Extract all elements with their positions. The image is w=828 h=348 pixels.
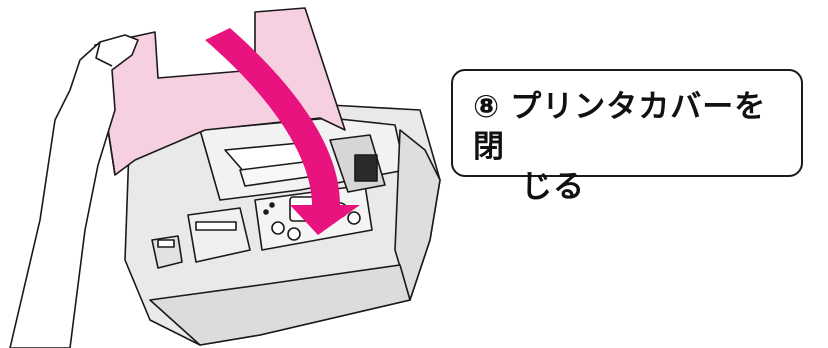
printer-cover-closing-illustration	[0, 0, 450, 348]
instruction-text-line1: プリンタカバーを閉	[473, 89, 766, 165]
step-number: ⑧	[473, 87, 500, 127]
instruction-text-line2: じる	[473, 167, 787, 207]
